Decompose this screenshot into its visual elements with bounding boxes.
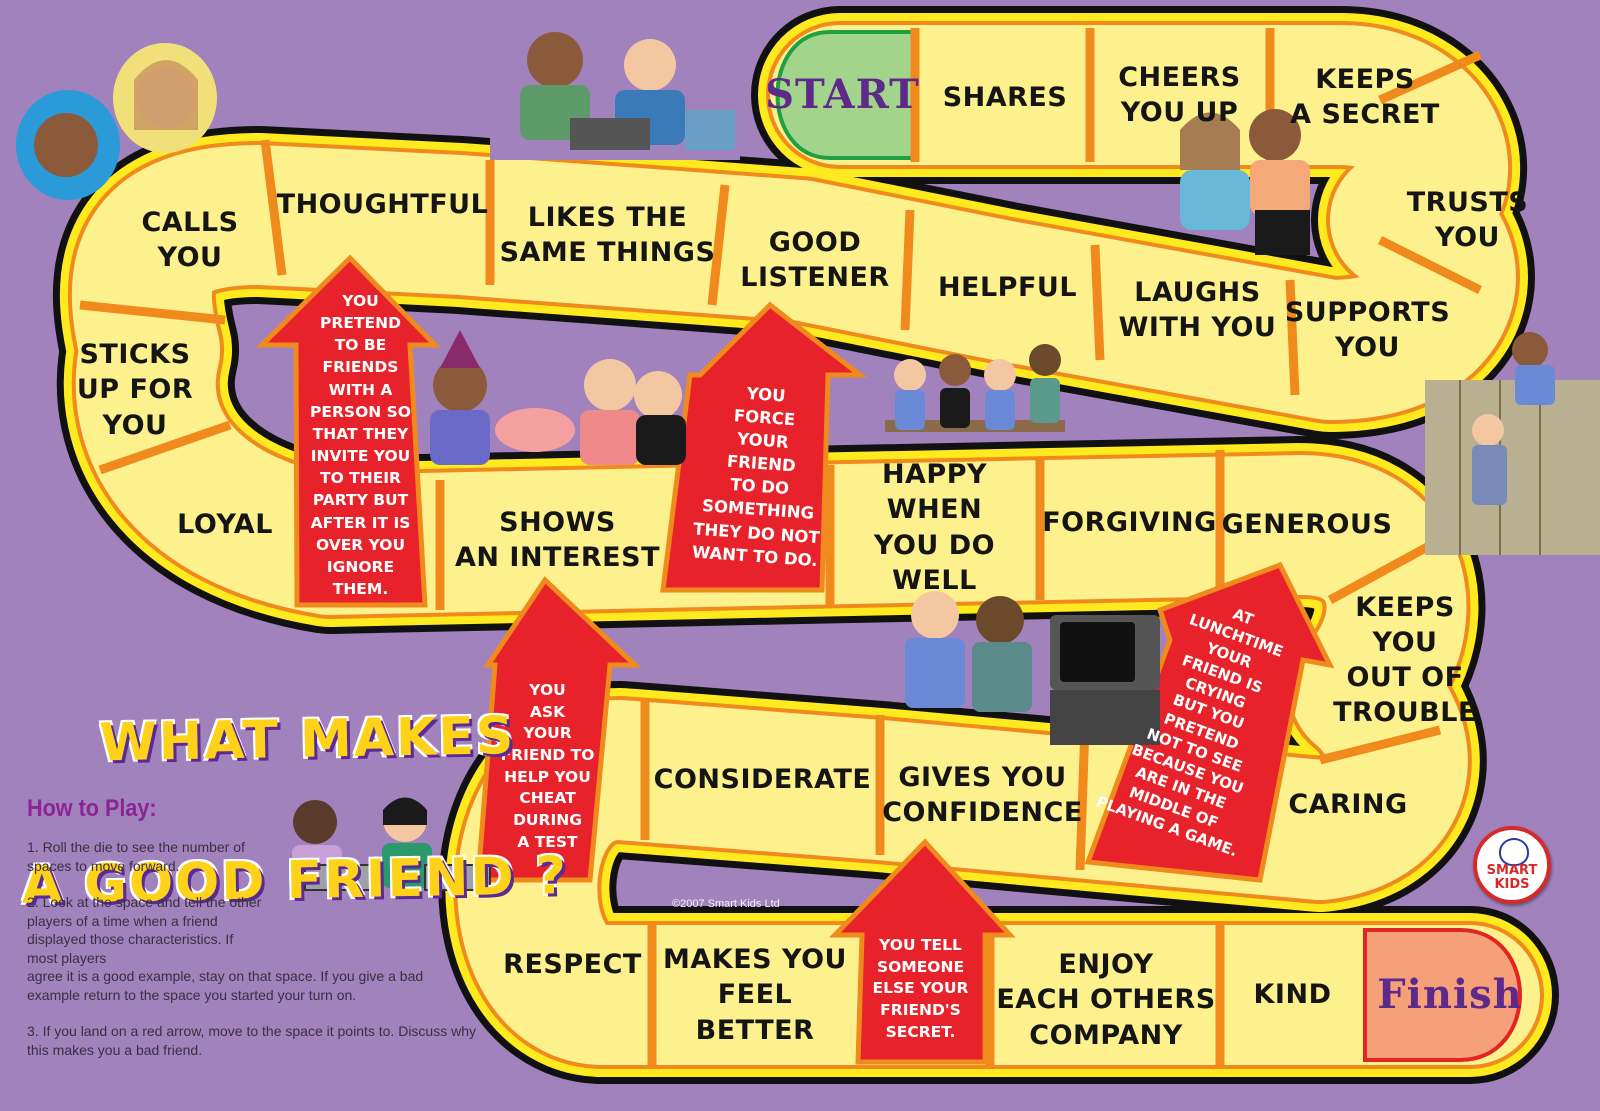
board-space[interactable]: GENEROUS: [1221, 509, 1393, 541]
illustration-fence-climb: [1425, 332, 1600, 555]
start-space[interactable]: START: [765, 71, 920, 118]
red-arrow-2[interactable]: YOU FORCE YOUR FRIEND TO DO SOMETHING TH…: [691, 383, 821, 570]
board-space[interactable]: CARING: [1288, 789, 1408, 821]
how-to-play-heading: How to Play:: [27, 795, 157, 822]
illustration-phone-girls: [16, 43, 217, 200]
board-space[interactable]: KEEPS A SECRET: [1290, 63, 1440, 130]
finish-space-shape: [1363, 928, 1522, 1062]
board-space[interactable]: TRUSTS YOU: [1406, 186, 1529, 253]
board-space[interactable]: RESPECT: [503, 949, 642, 981]
board-space[interactable]: SUPPORTS YOU: [1284, 296, 1451, 363]
board-space[interactable]: CONSIDERATE: [653, 764, 872, 796]
illustration-video-game: [905, 591, 1160, 745]
illustration-party: [430, 330, 686, 465]
board-space[interactable]: FORGIVING: [1042, 506, 1217, 538]
board-space[interactable]: CALLS YOU: [141, 206, 239, 273]
red-arrow-3[interactable]: YOU ASK YOUR FRIEND TO HELP YOU CHEAT DU…: [500, 681, 595, 851]
red-arrows: [255, 254, 1335, 1065]
arrow-shape-1: [255, 254, 441, 608]
instruction-step-2a: 2. Look at the space and tell the other …: [27, 894, 262, 966]
board-space[interactable]: SHARES: [942, 81, 1068, 113]
start-space-shape: [775, 30, 917, 160]
board-space[interactable]: KIND: [1253, 979, 1332, 1011]
arrow-shape-3: [475, 576, 642, 883]
illustration-sandwich-boys: [490, 30, 740, 160]
board-space[interactable]: KEEPS YOU OUT OF TROUBLE: [1333, 591, 1477, 729]
finish-space[interactable]: Finish: [1377, 971, 1523, 1018]
instruction-step-3: 3. If you land on a red arrow, move to t…: [27, 1023, 477, 1058]
board-space[interactable]: THOUGHTFUL: [276, 189, 489, 221]
tile-dividers: [79, 28, 1483, 1065]
board-space[interactable]: ENJOY EACH OTHERS COMPANY: [996, 949, 1216, 1051]
illustration-cheering-kids: [885, 344, 1065, 432]
board-space[interactable]: GIVES YOU CONFIDENCE: [882, 761, 1083, 828]
smart-kids-logo: SMART KIDS: [1473, 826, 1551, 904]
board-space[interactable]: STICKS UP FOR YOU: [76, 339, 194, 441]
logo-text: SMART KIDS: [1486, 863, 1538, 892]
board-space[interactable]: HAPPY WHEN YOU DO WELL: [873, 459, 996, 596]
board-space[interactable]: SHOWS AN INTEREST: [455, 506, 660, 573]
how-to-play-instructions: 1. Roll the die to see the number of spa…: [27, 838, 477, 1077]
arrow-shape-2: [660, 301, 868, 593]
instruction-step-1: 1. Roll the die to see the number of spa…: [27, 839, 245, 874]
illustration-desk-girls: [292, 797, 491, 891]
board-space[interactable]: LIKES THE SAME THINGS: [499, 201, 716, 268]
logo-face-icon: [1499, 838, 1529, 866]
title-line-1: WHAT MAKES: [98, 706, 516, 774]
board-space[interactable]: LOYAL: [177, 509, 273, 541]
board-space[interactable]: HELPFUL: [937, 271, 1078, 303]
arrow-shape-4: [1084, 561, 1335, 883]
board-space[interactable]: GOOD LISTENER: [740, 226, 890, 293]
red-arrow-1[interactable]: YOU PRETEND TO BE FRIENDS WITH A PERSON …: [310, 292, 411, 599]
board-space[interactable]: LAUGHS WITH YOU: [1118, 276, 1277, 343]
arrow-shape-5: [829, 838, 1016, 1065]
illustration-comforting-girls: [1180, 109, 1310, 255]
board-space[interactable]: MAKES YOU FEEL BETTER: [663, 944, 847, 1046]
instruction-step-2b: agree it is a good example, stay on that…: [27, 968, 424, 1003]
copyright-notice: ©2007 Smart Kids Ltd: [672, 898, 780, 910]
red-arrow-5[interactable]: YOU TELL SOMEONE ELSE YOUR FRIEND'S SECR…: [872, 936, 969, 1041]
board-space[interactable]: CHEERS YOU UP: [1118, 61, 1241, 128]
